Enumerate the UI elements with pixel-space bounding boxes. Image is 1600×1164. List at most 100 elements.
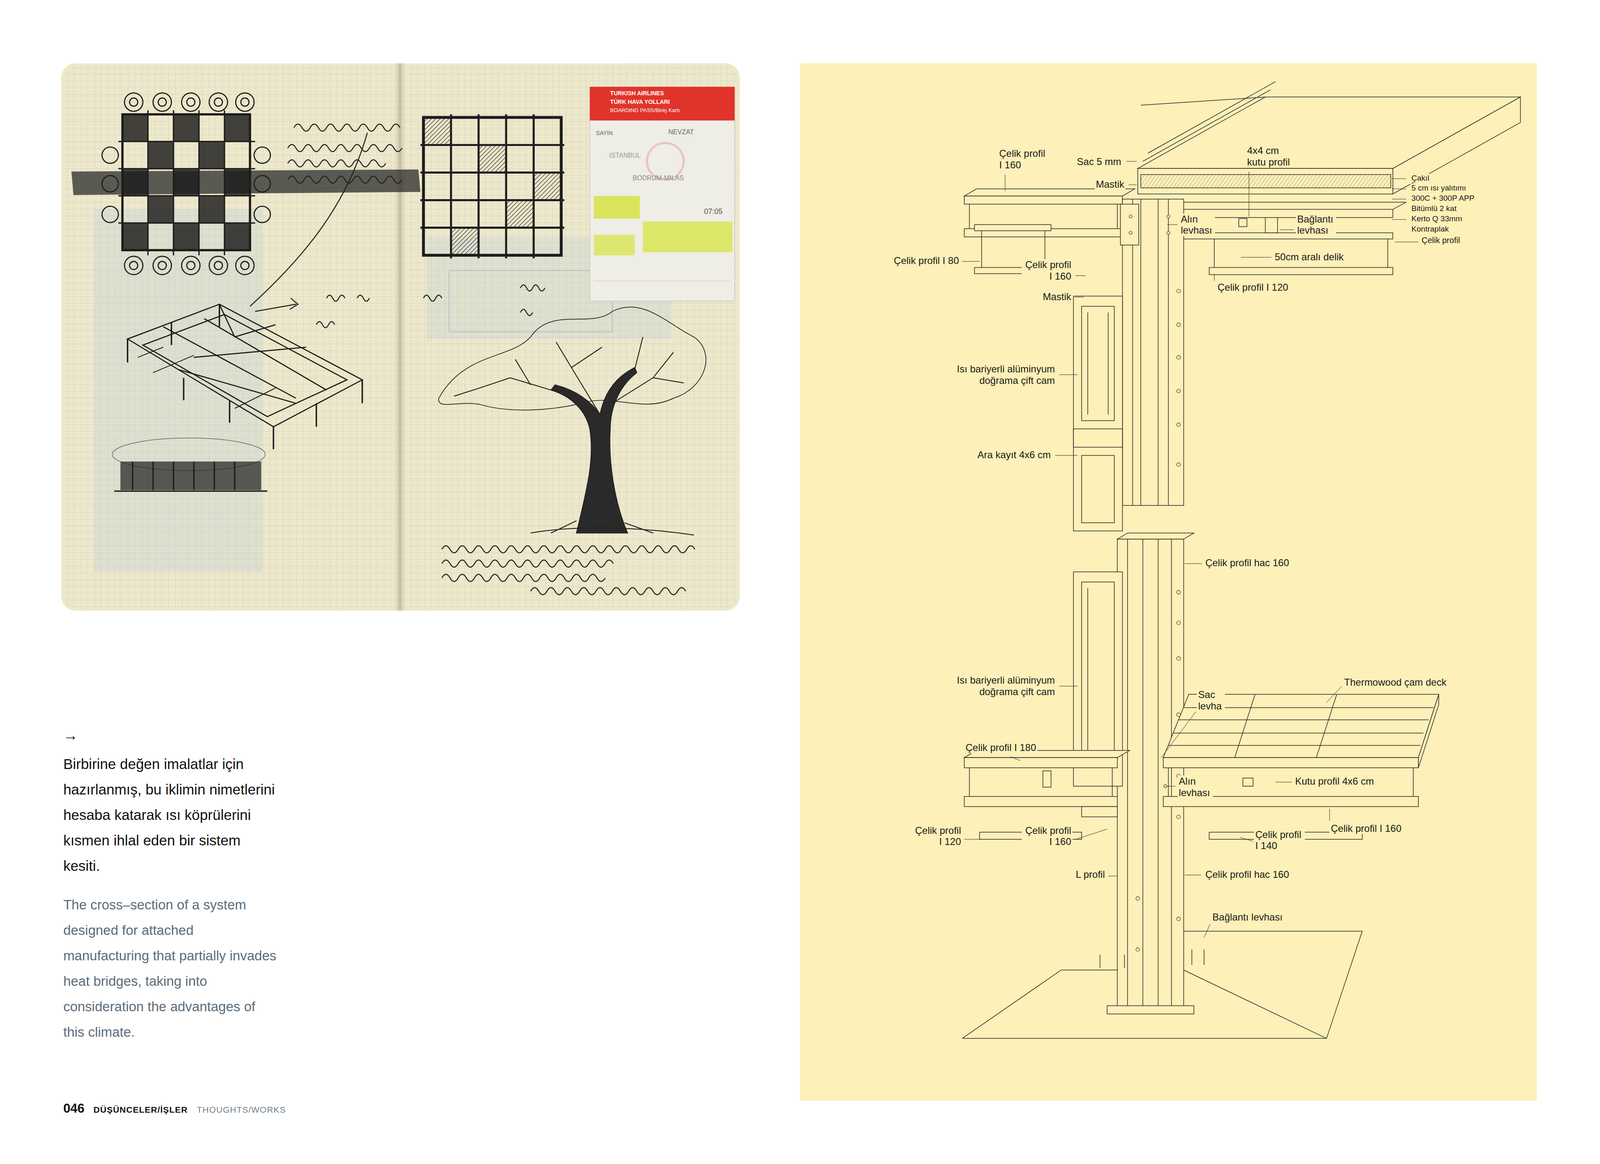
part-label: Çelik profil I 120 xyxy=(1216,281,1290,294)
bolt-hole xyxy=(1129,214,1133,218)
pass-text: TÜRK HAVA YOLLARI xyxy=(610,98,670,106)
boarding-pass xyxy=(646,142,684,180)
notebook-photo xyxy=(93,209,263,572)
bolt-hole xyxy=(1176,389,1181,393)
handwriting-scribble xyxy=(254,297,298,312)
construction-detail xyxy=(964,796,1118,807)
part-label: Çelik profil I 160 xyxy=(997,147,1049,171)
grid-plan-sketch xyxy=(122,114,148,142)
grid-plan-sketch xyxy=(102,146,119,164)
construction-detail xyxy=(1137,168,1393,194)
handwriting-scribble xyxy=(287,144,402,152)
handwriting-scribble xyxy=(441,574,606,582)
grid-plan-sketch xyxy=(224,168,250,196)
perspective-sketch xyxy=(114,461,268,491)
bolt-hole xyxy=(1129,214,1181,952)
part-label: Çelik profil I 140 xyxy=(1253,828,1305,852)
grid-plan-sketch xyxy=(254,146,271,164)
layer-label: Bitümlü 2 kat xyxy=(1410,204,1458,214)
grid-plan-sketch xyxy=(153,256,172,275)
grid-plan-sketch xyxy=(186,98,195,107)
grid-plan-sketch xyxy=(199,195,225,223)
handwriting-scribble xyxy=(441,559,614,567)
pass-text: 07:05 xyxy=(703,207,723,216)
part-label: Sac 5 mm xyxy=(1075,155,1123,168)
construction-detail xyxy=(1238,218,1247,227)
pass-text: BOARDING PASS/Biniş Kartı xyxy=(610,107,681,114)
construction-detail xyxy=(964,188,1135,196)
grid-plan-sketch xyxy=(147,141,174,169)
pass-text: ISTANBUL xyxy=(609,151,641,160)
grid-plan-sketch xyxy=(254,206,271,223)
grid-plan-sketch-2 xyxy=(478,144,507,173)
boarding-pass xyxy=(589,86,735,301)
grid-plan-sketch xyxy=(214,261,223,270)
construction-detail xyxy=(1214,238,1388,268)
bolt-hole xyxy=(1176,288,1181,293)
grid-plan-sketch xyxy=(129,261,138,270)
notebook-photo xyxy=(61,63,740,611)
part-label: 4x4 cm kutu profil xyxy=(1245,144,1295,168)
construction-detail xyxy=(1209,267,1393,275)
handwriting-scribble xyxy=(293,123,401,131)
handwriting-scribble xyxy=(287,176,402,184)
grid-plan-sketch-2 xyxy=(423,117,562,256)
bolt-hole xyxy=(1176,590,1181,594)
grid-plan-sketch xyxy=(129,98,138,107)
grid-plan-sketch-2 xyxy=(451,227,479,256)
grid-plan-sketch xyxy=(254,175,271,193)
construction-detail xyxy=(1073,295,1123,531)
construction-detail xyxy=(1392,96,1521,194)
construction-detail xyxy=(1081,806,1118,817)
construction-detail xyxy=(1163,757,1419,768)
part-label: Çelik profil I 80 xyxy=(892,254,961,267)
perspective-sketch xyxy=(127,304,363,450)
part-label: Thermowood çam deck xyxy=(1343,676,1448,688)
notebook-photo xyxy=(399,63,401,611)
caption-english: The cross–section of a system designed f… xyxy=(63,891,277,1045)
construction-detail xyxy=(964,757,1118,768)
construction-detail xyxy=(1073,428,1123,447)
boarding-pass xyxy=(642,221,733,253)
construction-detail xyxy=(1117,532,1194,539)
construction-detail xyxy=(962,930,1363,1039)
handwriting-scribble xyxy=(326,295,370,302)
construction-detail xyxy=(964,195,1123,205)
pass-text: SAYIN xyxy=(595,129,613,137)
grid-plan-sketch xyxy=(209,92,228,112)
grid-plan-sketch xyxy=(173,114,200,142)
grid-plan-sketch xyxy=(209,256,228,275)
bolt-hole xyxy=(1166,231,1170,234)
part-label: Sac levha xyxy=(1196,688,1225,712)
notebook-photo xyxy=(394,63,407,611)
grid-plan-sketch xyxy=(102,206,119,223)
handwriting-scribble xyxy=(520,309,533,316)
perspective-sketch xyxy=(163,304,327,404)
boarding-pass xyxy=(593,195,640,219)
handwriting-scribble xyxy=(249,132,368,307)
part-label: Mastik xyxy=(1041,291,1073,303)
bolt-hole xyxy=(1135,947,1140,952)
grid-plan-sketch xyxy=(158,261,167,270)
grid-plan-sketch xyxy=(240,98,250,107)
perspective-sketch xyxy=(142,314,347,417)
construction-detail xyxy=(1117,538,1184,1011)
construction-detail xyxy=(1242,777,1254,787)
pass-text: NEVZAT xyxy=(668,128,694,136)
caption-text: Birbirine değen imalatlar için hazırlanm… xyxy=(63,751,277,879)
bolt-hole xyxy=(1135,896,1140,901)
bolt-hole xyxy=(1176,814,1181,819)
grid-plan-sketch xyxy=(153,92,172,112)
layer-label: 300C + 300P APP xyxy=(1410,193,1476,203)
grid-plan-sketch xyxy=(224,114,250,142)
boarding-pass xyxy=(593,234,635,256)
grid-plan-sketch xyxy=(235,92,255,112)
bolt-hole xyxy=(1129,231,1133,234)
tree-sketch xyxy=(453,336,684,415)
construction-detail xyxy=(1107,1005,1194,1014)
grid-plan-sketch xyxy=(181,92,201,112)
grid-plan-sketch xyxy=(181,256,201,275)
part-label: Çelik profil I 120 xyxy=(911,824,963,848)
